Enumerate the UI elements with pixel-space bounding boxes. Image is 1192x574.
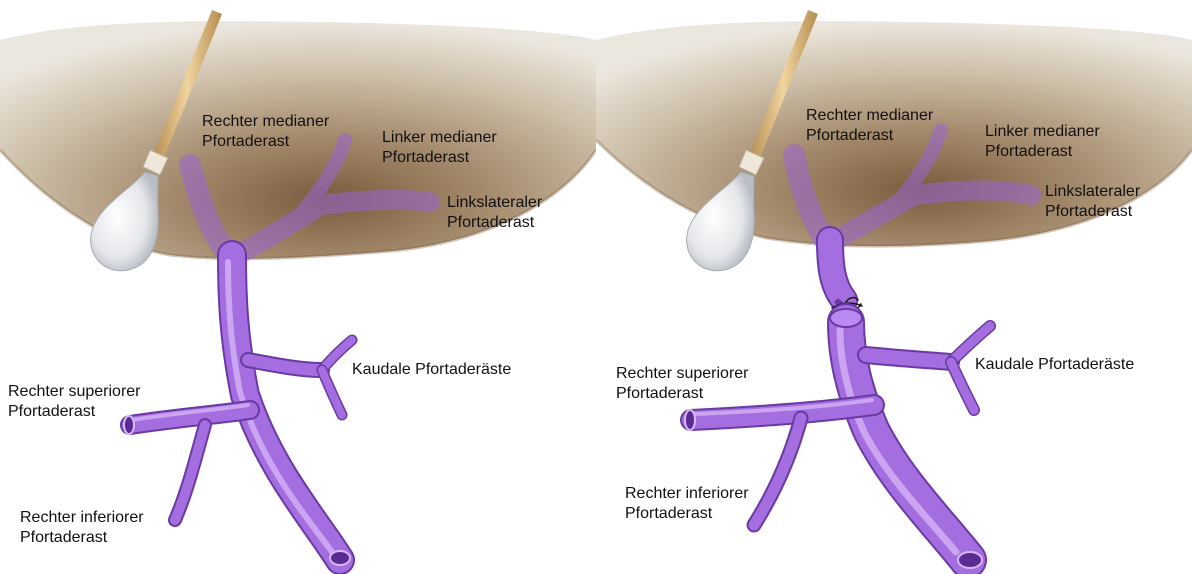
label-right-superior-branch: Rechter superiorer Pfortaderast: [616, 364, 749, 404]
label-caudal-branches: Kaudale Pfortaderäste: [352, 360, 511, 380]
label-right-inferior-branch: Rechter inferiorer Pfortaderast: [625, 484, 749, 524]
caudal-branches: [866, 326, 990, 410]
right-superior-branch: [130, 405, 250, 425]
label-left-lateral-branch: Linkslateraler Pfortaderast: [447, 193, 542, 233]
portal-vein-stump: [830, 309, 862, 327]
portal-vein-lumen: [958, 552, 982, 568]
portal-vein-upper-segment: [830, 240, 844, 300]
label-caudal-branches: Kaudale Pfortaderäste: [975, 355, 1134, 375]
label-right-inferior-branch: Rechter inferiorer Pfortaderast: [20, 508, 144, 548]
left-anatomy-drawing: [0, 0, 596, 574]
label-right-median-branch: Rechter medianer Pfortaderast: [202, 112, 329, 152]
right-illustration-panel: Rechter medianer Pfortaderast Linker med…: [596, 0, 1192, 574]
portal-vein-lumen: [330, 551, 350, 565]
left-illustration-panel: Rechter medianer Pfortaderast Linker med…: [0, 0, 596, 574]
label-left-median-branch: Linker medianer Pfortaderast: [382, 128, 497, 168]
right-inferior-branch: [754, 418, 801, 525]
label-left-lateral-branch: Linkslateraler Pfortaderast: [1045, 182, 1140, 222]
label-right-median-branch: Rechter medianer Pfortaderast: [806, 106, 933, 146]
label-right-superior-branch: Rechter superiorer Pfortaderast: [8, 382, 141, 422]
label-left-median-branch: Linker medianer Pfortaderast: [985, 122, 1100, 162]
right-superior-lumen: [685, 410, 695, 430]
right-inferior-branch: [175, 425, 205, 520]
